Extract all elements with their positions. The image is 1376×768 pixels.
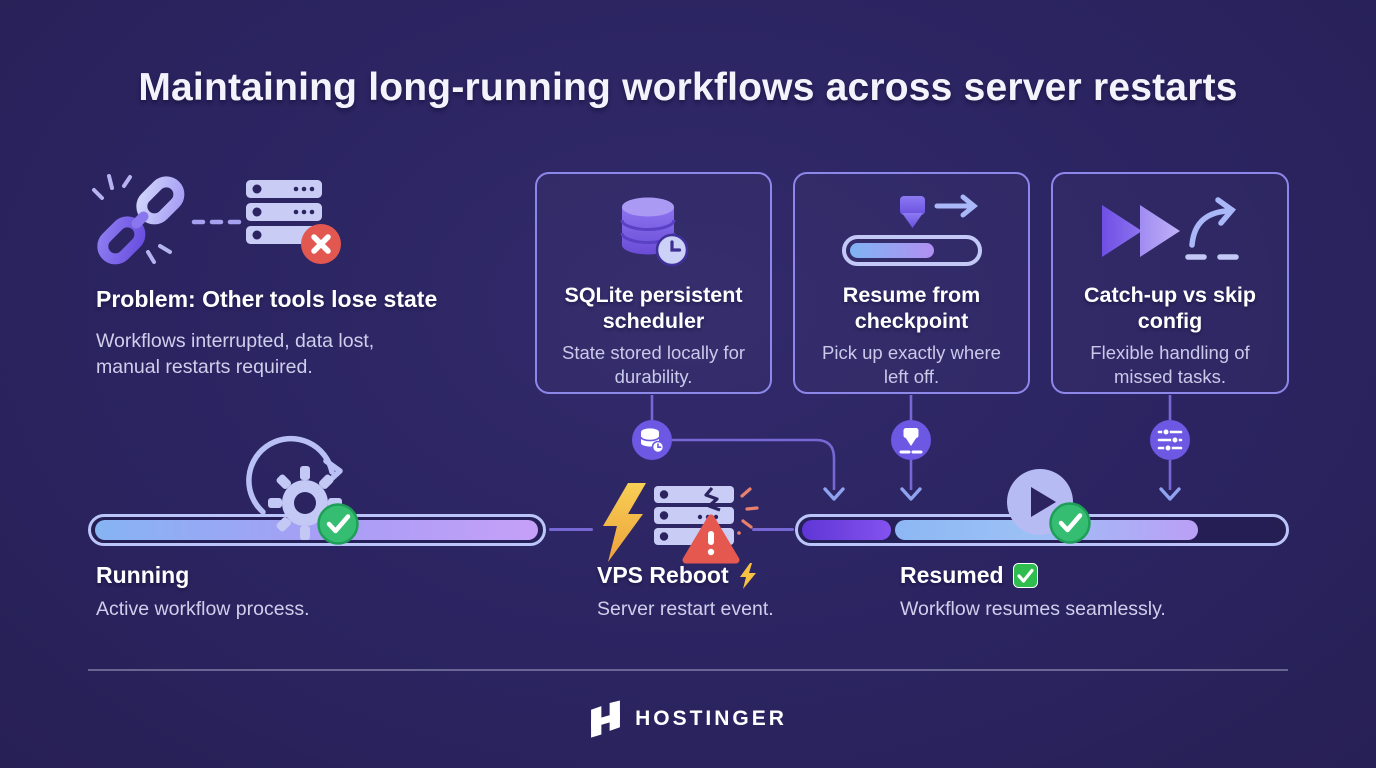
checkpoint-progress-icon — [836, 192, 988, 274]
database-clock-badge — [632, 420, 672, 460]
resumed-title: Resumed — [900, 562, 1166, 589]
resumed-description: Workflow resumes seamlessly. — [900, 598, 1166, 620]
spark-lines — [737, 487, 759, 535]
gear-sync-check-icon — [246, 435, 359, 545]
running-title: Running — [96, 562, 190, 588]
green-check-badge — [317, 503, 359, 545]
card-catchup-skip: Catch-up vs skip config Flexible handlin… — [1051, 172, 1289, 394]
card-title: Resume from checkpoint — [842, 283, 981, 334]
vps-reboot-description: Server restart event. — [597, 598, 774, 620]
timeline-connector-left — [549, 528, 593, 531]
running-description: Active workflow process. — [96, 598, 310, 620]
resumed-bar-segment-violet — [802, 520, 891, 540]
timeline-label-vps-reboot: VPS Reboot Server restart event. — [597, 562, 774, 621]
broken-chain-icon — [92, 174, 185, 265]
page-title: Maintaining long-running workflows acros… — [138, 66, 1238, 109]
footer-divider — [88, 669, 1288, 671]
lightning-icon — [603, 483, 646, 562]
footer-brand: HOSTINGER — [0, 700, 1376, 738]
problem-illustration — [88, 166, 350, 286]
fast-forward-skip-icon — [1094, 192, 1246, 274]
warning-triangle-icon — [682, 514, 740, 564]
timeline-label-resumed: Resumed Workflow resumes seamlessly. — [900, 562, 1166, 621]
green-check-badge — [1049, 502, 1091, 544]
card-resume-checkpoint: Resume from checkpoint Pick up exactly w… — [793, 172, 1030, 394]
lightning-emoji-icon — [739, 562, 756, 589]
lightning-server-warning-icon — [603, 483, 759, 564]
brand-wordmark: HOSTINGER — [635, 707, 787, 730]
vps-reboot-title: VPS Reboot — [597, 562, 774, 589]
config-sliders-badge — [1150, 420, 1190, 460]
card-description: Pick up exactly where left off. — [822, 342, 1001, 388]
play-check-icon — [1007, 469, 1091, 544]
card-title: SQLite persistent scheduler — [564, 283, 743, 334]
timeline-connector-right — [752, 528, 794, 531]
timeline-label-running: Running Active workflow process. — [96, 562, 309, 621]
hostinger-h-logo — [591, 700, 621, 738]
problem-description: Workflows interrupted, data lost, manual… — [96, 330, 375, 379]
card-title: Catch-up vs skip config — [1083, 283, 1257, 334]
red-x-badge — [301, 224, 341, 264]
card-description: Flexible handling of missed tasks. — [1090, 342, 1250, 388]
card-description: State stored locally for durability. — [561, 342, 746, 388]
database-clock-icon — [608, 192, 700, 274]
arrow-down-icon — [823, 487, 845, 501]
card-sqlite-scheduler: SQLite persistent scheduler State stored… — [535, 172, 772, 394]
arrow-down-icon — [900, 487, 922, 501]
green-check-emoji-icon — [1012, 563, 1038, 588]
arrow-down-icon — [1159, 487, 1181, 501]
problem-title: Problem: Other tools lose state — [96, 286, 438, 312]
checkpoint-marker-badge — [891, 420, 931, 460]
broken-chain-server-icon — [92, 174, 341, 265]
